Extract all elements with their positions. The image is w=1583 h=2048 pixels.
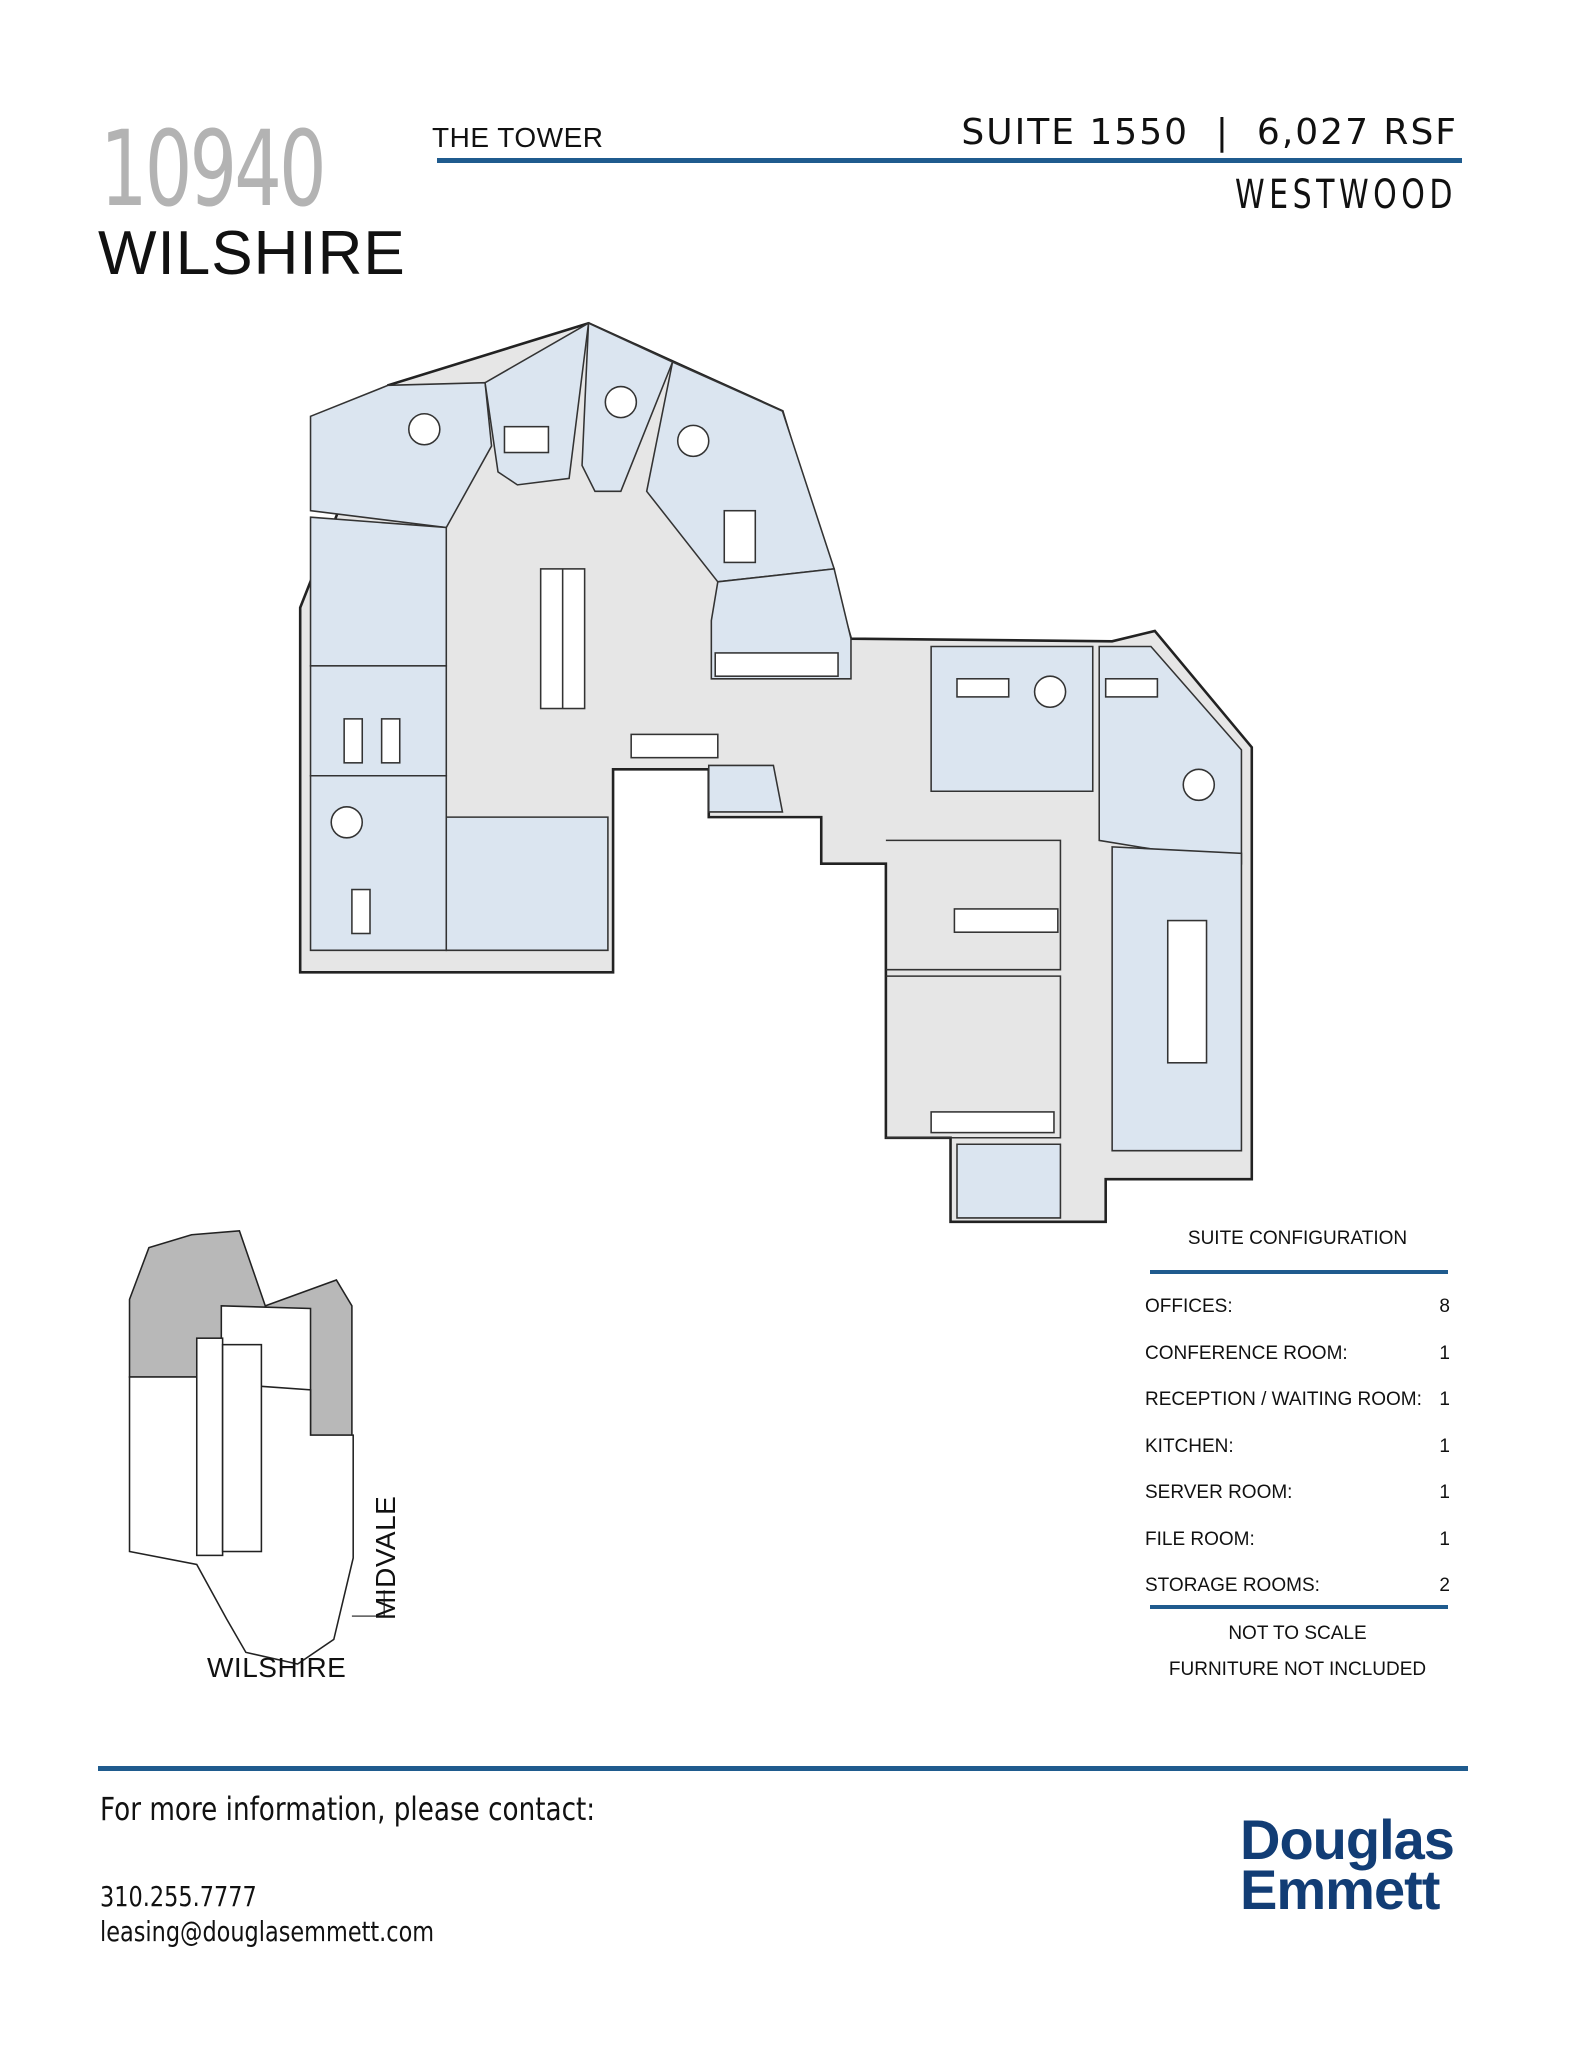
config-title: SUITE CONFIGURATION bbox=[1187, 1228, 1408, 1249]
douglas-emmett-logo: Douglas Emmett bbox=[1240, 1808, 1455, 1921]
note-scale: NOT TO SCALE bbox=[1228, 1623, 1367, 1644]
config-value: 1 bbox=[1439, 1435, 1450, 1457]
keyplan-street-midvale: MIDVALE bbox=[370, 1495, 401, 1620]
config-rule-top bbox=[1150, 1270, 1448, 1274]
office-w-1 bbox=[309, 516, 448, 667]
config-rule-bottom bbox=[1150, 1605, 1448, 1609]
contact-prompt: For more information, please contact: bbox=[100, 1790, 596, 1828]
config-row: KITCHEN: 1 bbox=[1145, 1436, 1450, 1483]
config-row: OFFICES: 8 bbox=[1145, 1296, 1450, 1343]
header-rule bbox=[437, 158, 1462, 163]
suite-size: SUITE 1550 | 6,027 RSF bbox=[961, 112, 1458, 153]
key-plan bbox=[128, 1230, 386, 1665]
logo-line-1: Douglas bbox=[1240, 1808, 1455, 1871]
config-label: CONFERENCE ROOM: bbox=[1145, 1342, 1348, 1364]
office-nw-1 bbox=[309, 381, 493, 529]
config-label: KITCHEN: bbox=[1145, 1435, 1234, 1457]
config-row: RECEPTION / WAITING ROOM: 1 bbox=[1145, 1389, 1450, 1436]
note-furniture: FURNITURE NOT INCLUDED bbox=[1168, 1659, 1427, 1680]
config-row: FILE ROOM: 1 bbox=[1145, 1529, 1450, 1576]
office-sw-1 bbox=[309, 774, 448, 952]
contact-email[interactable]: leasing@douglasemmett.com bbox=[100, 1915, 435, 1948]
config-value: 1 bbox=[1439, 1482, 1450, 1503]
config-row: CONFERENCE ROOM: 1 bbox=[1145, 1343, 1450, 1390]
config-label: FILE ROOM: bbox=[1145, 1528, 1255, 1550]
neighborhood: WESTWOOD bbox=[1235, 172, 1457, 218]
config-label: RECEPTION / WAITING ROOM: bbox=[1145, 1389, 1422, 1410]
config-row: STORAGE ROOMS: 2 bbox=[1145, 1575, 1450, 1605]
config-value: 1 bbox=[1439, 1342, 1450, 1364]
config-row: SERVER ROOM: 1 bbox=[1145, 1482, 1450, 1529]
contact-phone[interactable]: 310.255.7777 bbox=[100, 1880, 257, 1913]
config-label: STORAGE ROOMS: bbox=[1145, 1575, 1320, 1596]
suite-configuration: SUITE CONFIGURATION OFFICES: 8 CONFERENCE… bbox=[1145, 1228, 1450, 1681]
storage-1 bbox=[707, 764, 784, 813]
config-label: OFFICES: bbox=[1145, 1296, 1233, 1317]
config-label: SERVER ROOM: bbox=[1145, 1482, 1293, 1503]
config-value: 2 bbox=[1439, 1575, 1450, 1596]
config-value: 1 bbox=[1439, 1389, 1450, 1410]
office-s-1 bbox=[445, 816, 609, 952]
config-value: 1 bbox=[1439, 1528, 1450, 1550]
logo-line-2: Emmett bbox=[1240, 1858, 1440, 1921]
keyplan-street-wilshire: WILSHIRE bbox=[207, 1652, 347, 1683]
address-number: 10940 bbox=[100, 108, 327, 230]
config-value: 8 bbox=[1439, 1296, 1450, 1317]
building-name: THE TOWER bbox=[432, 122, 604, 153]
storage-2 bbox=[956, 1143, 1062, 1219]
street-name: WILSHIRE bbox=[98, 219, 406, 288]
footer-rule bbox=[98, 1766, 1468, 1771]
office-w-2 bbox=[309, 665, 448, 777]
office-e-1 bbox=[930, 645, 1094, 793]
kitchen bbox=[710, 568, 852, 680]
